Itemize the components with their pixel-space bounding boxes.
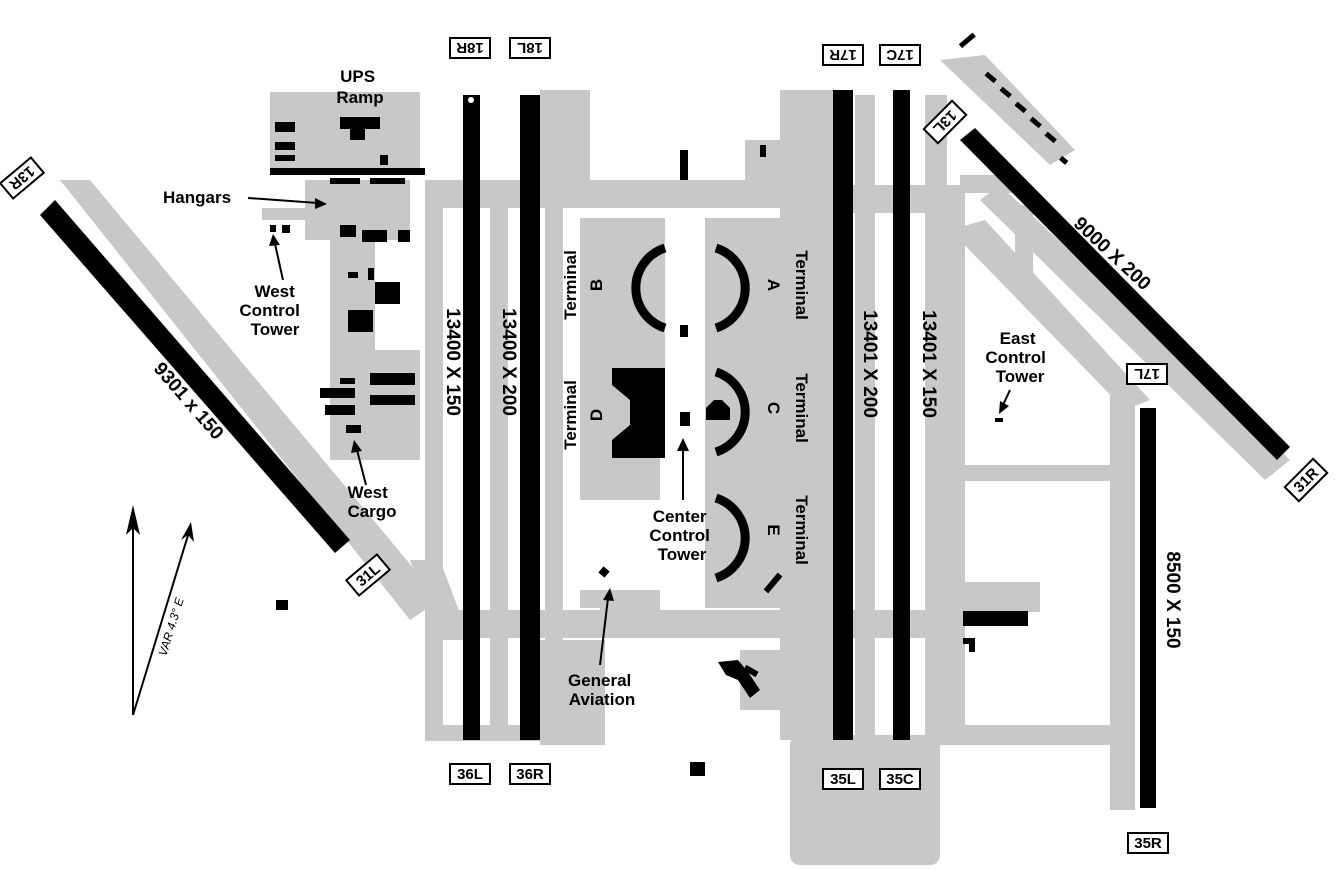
concourse-d: [612, 368, 665, 458]
leader-arrows: [247, 197, 1011, 666]
runway-end-36R: 36R: [509, 763, 551, 785]
dims-18R-36L: 13400 X 150: [442, 308, 463, 416]
facility-labels: UPS Ramp Hangars West Control Tower West…: [163, 67, 1050, 709]
dims-17C-35C: 13401 X 150: [918, 310, 939, 418]
runway-threshold-marker: [468, 97, 474, 103]
runway-end-35R: 35R: [1127, 832, 1169, 854]
svg-text:18L: 18L: [517, 39, 543, 56]
runway-end-31R: 31R: [1283, 457, 1329, 503]
dims-17R-35L: 13401 X 200: [859, 310, 880, 418]
concourse-c: [714, 367, 750, 457]
magnetic-north-line: [132, 531, 190, 716]
runway-end-36L: 36L: [449, 763, 491, 785]
svg-text:17C: 17C: [886, 46, 914, 63]
north-arrow: VAR 4.3° E: [126, 505, 194, 716]
runway-end-17R: 17R: [822, 44, 864, 66]
svg-text:Terminal: Terminal: [561, 250, 580, 320]
svg-text:Terminal: Terminal: [792, 250, 811, 320]
runways: [40, 90, 1290, 808]
terminal-e-letter: E: [764, 524, 783, 535]
concourse-e: [714, 493, 750, 583]
terminal-d-letter: D: [587, 409, 606, 421]
svg-text:35R: 35R: [1134, 835, 1162, 852]
svg-text:35L: 35L: [830, 771, 856, 788]
runway-13L-31R: [960, 128, 1290, 460]
runway-13R-31L: [40, 200, 350, 553]
svg-text:Terminal: Terminal: [792, 495, 811, 565]
terminal-concourses: [631, 243, 750, 583]
dims-18L-36R: 13400 X 200: [498, 308, 519, 416]
terminal-b-letter: B: [587, 279, 606, 291]
runway-end-13R: 13R: [0, 156, 46, 200]
true-north-arrowhead: [126, 505, 140, 535]
runway-end-18L: 18L: [509, 37, 551, 59]
svg-text:17L: 17L: [1134, 365, 1160, 382]
svg-text:17R: 17R: [829, 46, 857, 63]
concourse-a: [714, 243, 750, 333]
svg-text:18R: 18R: [456, 39, 484, 56]
west-cargo-label: West Cargo: [347, 483, 396, 521]
runway-17R-35L: [833, 90, 853, 740]
east-tower-label: East Control Tower: [985, 329, 1050, 386]
magnetic-north-arrowhead: [181, 522, 194, 542]
svg-text:36R: 36R: [516, 766, 544, 783]
svg-text:35C: 35C: [886, 771, 914, 788]
center-tower-label: Center Control Tower: [649, 507, 714, 564]
ups-ramp-label: UPS Ramp: [336, 67, 383, 107]
terminal-a-letter: A: [764, 279, 783, 291]
west-tower-label: West Control Tower: [239, 282, 304, 339]
hangars-label: Hangars: [163, 188, 231, 207]
runway-18L-36R: [520, 95, 540, 740]
runway-17L-35R: [1140, 408, 1156, 808]
dims-17L-35R: 8500 X 150: [1162, 551, 1183, 648]
svg-text:36L: 36L: [457, 766, 483, 783]
general-aviation-label: General Aviation: [568, 671, 636, 709]
svg-text:Terminal: Terminal: [561, 380, 580, 450]
runway-end-17C: 17C: [879, 44, 921, 66]
runway-end-17L: 17L: [1126, 363, 1168, 385]
runway-17C-35C: [893, 90, 910, 740]
runway-end-18R: 18R: [449, 37, 491, 59]
svg-text:Terminal: Terminal: [792, 373, 811, 443]
runway-18R-36L: [463, 95, 480, 740]
runway-end-35L: 35L: [822, 768, 864, 790]
terminal-c-letter: C: [764, 402, 783, 414]
runway-end-35C: 35C: [879, 768, 921, 790]
concourse-b: [631, 243, 667, 333]
buildings: [270, 32, 1069, 776]
terminal-labels: Terminal Terminal Terminal Terminal Term…: [561, 250, 811, 565]
